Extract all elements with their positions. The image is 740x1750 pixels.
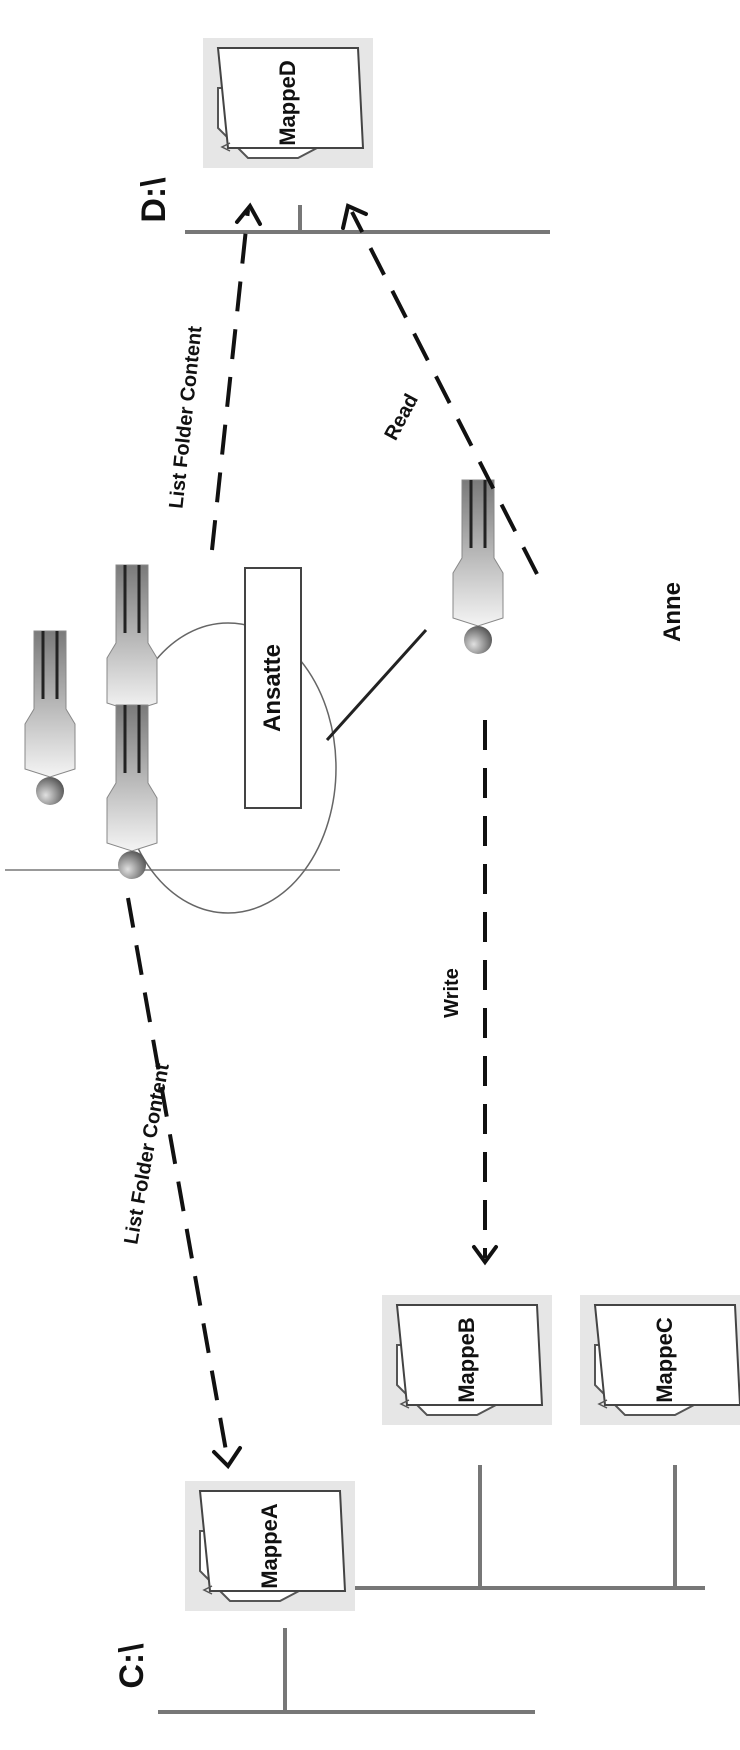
folder-icon-mappea: MappeA [184, 1480, 356, 1612]
group-ansatte: Ansatte [5, 563, 340, 914]
membership-line [325, 628, 428, 742]
permission-label-anne-b: Write [441, 968, 463, 1018]
person-icon [105, 703, 159, 881]
folder-icon-mappeb: MappeB [381, 1294, 553, 1426]
user-anne: Anne [451, 478, 686, 656]
person-icon [23, 629, 77, 807]
arrow-anne-to-mapped [350, 211, 539, 575]
folder-icon-mapped: MappeD [202, 37, 374, 169]
folder-label-mappec: MappeC [652, 1317, 677, 1403]
permission-label-anne-d: Read [381, 390, 423, 444]
arrow-group-to-mapped [210, 209, 250, 551]
arrowhead-icon [341, 203, 368, 230]
permission-label-group-d: List Folder Content [166, 325, 207, 510]
folder-label-mappeb: MappeB [454, 1317, 479, 1403]
permission-label-group-a: List Folder Content [120, 1061, 174, 1246]
drive-c-line [158, 1465, 705, 1714]
folder-label-mapped: MappeD [275, 60, 300, 146]
arrowhead-icon [472, 1245, 498, 1266]
drive-d-line [185, 205, 550, 234]
drive-label-d: D:\ [135, 177, 173, 223]
folder-label-mappea: MappeA [257, 1503, 282, 1589]
folder-icon-mappec: MappeC [579, 1294, 740, 1426]
drive-label-c: C:\ [113, 1643, 151, 1689]
person-icon [451, 478, 505, 656]
arrowhead-icon [235, 202, 262, 226]
user-label: Anne [659, 582, 686, 642]
group-label: Ansatte [259, 644, 286, 732]
arrowhead-icon [212, 1446, 242, 1470]
